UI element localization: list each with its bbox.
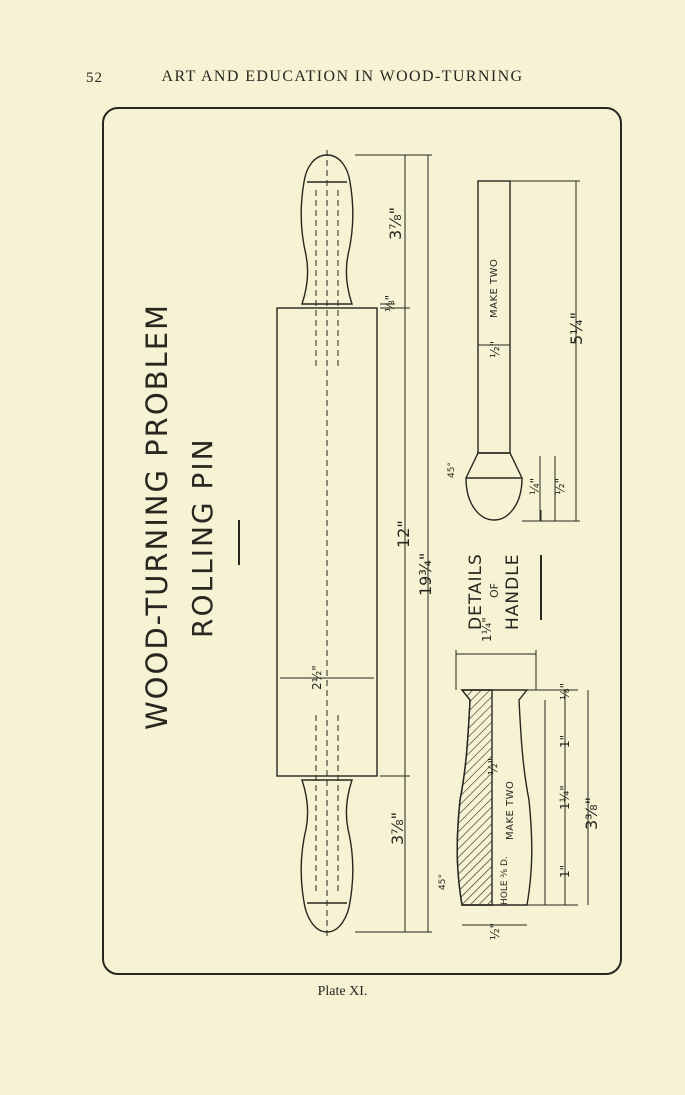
page-number: 52 (86, 70, 103, 86)
dim-total: 19¾" (416, 552, 435, 596)
dim-hole-depth: ½" (486, 757, 500, 775)
dim-head-1: ¼" (528, 477, 542, 495)
of-label: OF (488, 583, 501, 598)
dim-handle-width: 1¼" (480, 617, 494, 642)
dim-top-handle: 3⅞" (386, 206, 405, 240)
angle-handle: 45° (438, 874, 448, 890)
dim-h1: ⅛" (558, 682, 572, 700)
running-title: ART AND EDUCATION IN WOOD-TURNING (161, 68, 524, 85)
dim-spindle-width: ½" (488, 340, 502, 358)
handle-label: HANDLE (503, 553, 523, 630)
dim-shoulder: ⅛" (383, 294, 397, 312)
make-two-handle: MAKE TWO (505, 780, 516, 840)
dim-h2: 1" (558, 734, 572, 748)
dim-body: 12" (394, 520, 413, 548)
make-two-spindle: MAKE TWO (489, 258, 500, 318)
dim-h4: 1" (558, 864, 572, 878)
dim-end: ½" (488, 922, 502, 940)
page-header: 52 ART AND EDUCATION IN WOOD-TURNING (0, 64, 685, 92)
details-rule (540, 555, 542, 620)
plate-title-line1: WOOD-TURNING PROBLEM (140, 302, 174, 730)
dim-bottom-handle: 3⅞" (388, 811, 407, 845)
spindle-head (465, 452, 523, 521)
plate-frame (102, 107, 622, 975)
dim-head-2: ½" (553, 477, 567, 495)
dim-diameter: 2½" (310, 665, 324, 690)
angle-spindle: 45° (447, 462, 457, 478)
hole-label: HOLE ⅜ D. (500, 856, 510, 905)
plate-title-line2: ROLLING PIN (186, 437, 219, 638)
dim-handle-total: 3⅜" (582, 796, 601, 830)
title-rule (238, 520, 240, 565)
plate-caption: Plate XI. (317, 984, 368, 999)
dim-h3: 1¼" (558, 785, 572, 810)
dim-spindle-length: 5¼" (567, 311, 586, 345)
